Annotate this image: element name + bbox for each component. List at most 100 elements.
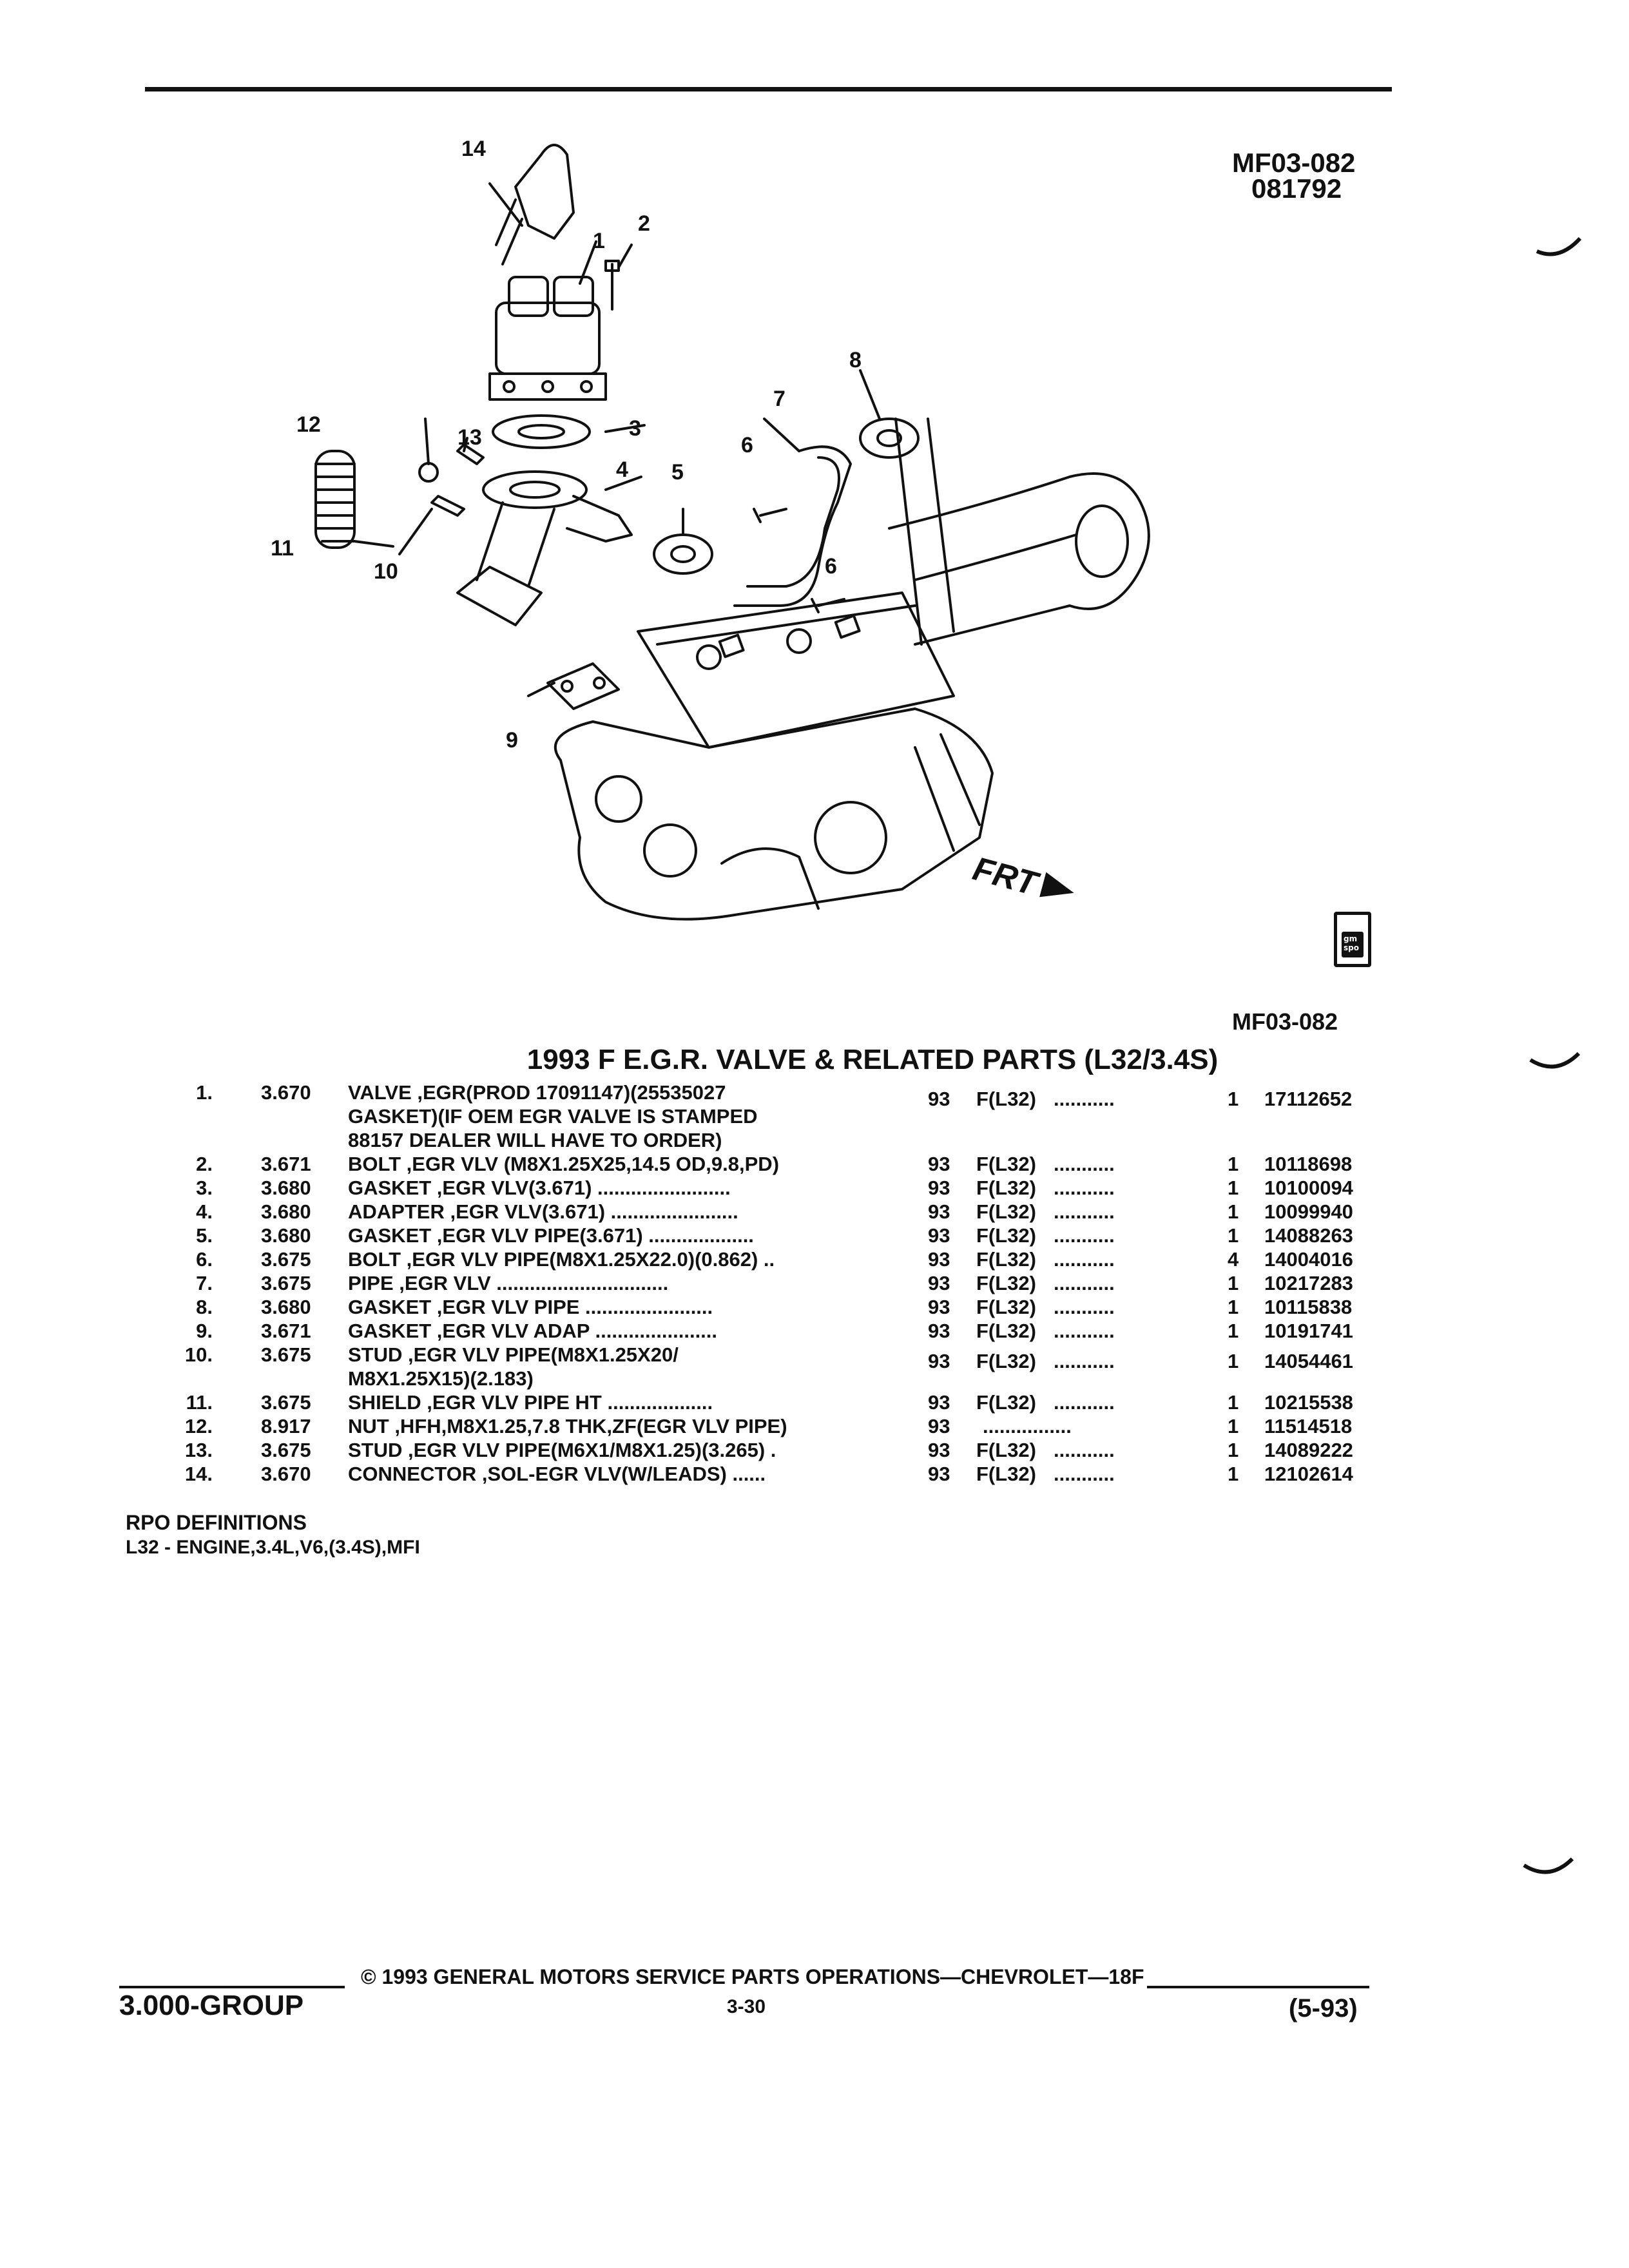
group-number: 3.675 (261, 1272, 311, 1294)
leader-dots: ........... (1054, 1248, 1115, 1271)
part-number: 10118698 (1264, 1153, 1353, 1175)
illustration-caption: MF03-082 (1232, 1008, 1338, 1035)
leader-dots: ........... (1054, 1350, 1115, 1372)
quantity: 1 (1228, 1224, 1239, 1247)
top-rule (145, 87, 1392, 91)
callout-1: 1 (593, 229, 605, 253)
leader-dots: ........... (1054, 1177, 1115, 1199)
item-number: 12. (184, 1415, 213, 1437)
quantity: 1 (1228, 1350, 1239, 1372)
model-year: 93 (928, 1415, 950, 1437)
callout-9: 9 (506, 728, 518, 753)
callout-13: 13 (458, 425, 482, 450)
quantity: 1 (1228, 1088, 1239, 1110)
part-number: 10100094 (1264, 1177, 1353, 1199)
model-year: 93 (928, 1224, 950, 1247)
model-year: 93 (928, 1153, 950, 1175)
part-number: 11514518 (1264, 1415, 1353, 1437)
callout-8: 8 (849, 348, 862, 372)
model-year: 93 (928, 1350, 950, 1372)
margin-mark (1523, 1857, 1574, 1874)
item-number: 6. (196, 1248, 213, 1271)
part-description: CONNECTOR ,SOL-EGR VLV(W/LEADS) ...... (348, 1463, 766, 1485)
front-arrow-icon (1039, 872, 1074, 898)
model-year: 93 (928, 1391, 950, 1414)
item-number: 11. (186, 1391, 213, 1414)
part-description: SHIELD ,EGR VLV PIPE HT ................… (348, 1391, 713, 1414)
model-year: 93 (928, 1200, 950, 1223)
part-description: GASKET ,EGR VLV ADAP ...................… (348, 1320, 718, 1342)
leader-dots: ........... (1054, 1088, 1115, 1110)
front-label: FRT (969, 850, 1044, 903)
item-number: 1. (196, 1081, 213, 1104)
group-number: 3.680 (261, 1200, 311, 1223)
part-description: VALVE ,EGR(PROD 17091147)(25535027 (348, 1081, 726, 1104)
item-number: 5. (196, 1224, 213, 1247)
model-year: 93 (928, 1177, 950, 1199)
callout-6b: 6 (825, 554, 837, 579)
application: F(L32) (976, 1088, 1036, 1110)
model-year: 93 (928, 1463, 950, 1485)
leader-dots: ........... (1054, 1391, 1115, 1414)
part-description: GASKET)(IF OEM EGR VALVE IS STAMPED (348, 1105, 758, 1128)
stud-part (430, 495, 465, 517)
part-number: 14054461 (1264, 1350, 1353, 1372)
part-description: M8X1.25X15)(2.183) (348, 1367, 534, 1390)
part-number: 10191741 (1264, 1320, 1353, 1342)
item-number: 3. (196, 1177, 213, 1199)
part-description: PIPE ,EGR VLV ..........................… (348, 1272, 669, 1294)
group-number: 3.671 (261, 1153, 311, 1175)
group-number: 3.675 (261, 1391, 311, 1414)
callout-4: 4 (616, 457, 628, 482)
quantity: 1 (1228, 1391, 1239, 1414)
egr-pipe-part (733, 445, 852, 607)
section-title: 1993 F E.G.R. VALVE & RELATED PARTS (L32… (526, 1044, 1219, 1075)
item-number: 7. (196, 1272, 213, 1294)
callout-7: 7 (773, 387, 786, 411)
item-number: 8. (196, 1296, 213, 1318)
group-number: 3.675 (261, 1439, 311, 1461)
margin-mark (1536, 236, 1582, 256)
leader-dots: ........... (1054, 1153, 1115, 1175)
part-number: 17112652 (1264, 1088, 1353, 1110)
gasket-5-part (653, 533, 713, 575)
leader-dots: ........... (1054, 1296, 1115, 1318)
item-number: 10. (184, 1343, 213, 1366)
adapter-part (482, 470, 588, 509)
quantity: 4 (1228, 1248, 1239, 1271)
part-description: STUD ,EGR VLV PIPE(M8X1.25X20/ (348, 1343, 679, 1366)
application: F(L32) (976, 1272, 1036, 1294)
leader-dots: ........... (1054, 1439, 1115, 1461)
group-number: 3.671 (261, 1320, 311, 1342)
part-description: 88157 DEALER WILL HAVE TO ORDER) (348, 1129, 722, 1151)
quantity: 1 (1228, 1415, 1239, 1437)
leader-dots: ................ (983, 1415, 1072, 1437)
part-description: NUT ,HFH,M8X1.25,7.8 THK,ZF(EGR VLV PIPE… (348, 1415, 787, 1437)
model-year: 93 (928, 1088, 950, 1110)
model-year: 93 (928, 1272, 950, 1294)
model-year: 93 (928, 1296, 950, 1318)
quantity: 1 (1228, 1200, 1239, 1223)
leader-dots: ........... (1054, 1224, 1115, 1247)
engine-block (554, 707, 994, 921)
group-number: 3.675 (261, 1248, 311, 1271)
application: F(L32) (976, 1439, 1036, 1461)
quantity: 1 (1228, 1296, 1239, 1318)
part-description: GASKET ,EGR VLV PIPE(3.671) ............… (348, 1224, 754, 1247)
application: F(L32) (976, 1248, 1036, 1271)
quantity: 1 (1228, 1439, 1239, 1461)
part-description: STUD ,EGR VLV PIPE(M6X1/M8X1.25)(3.265) … (348, 1439, 776, 1461)
intake-plenum (888, 472, 1150, 646)
group-number: 3.680 (261, 1296, 311, 1318)
part-description: BOLT ,EGR VLV (M8X1.25X25,14.5 OD,9.8,PD… (348, 1153, 780, 1175)
group-number: 3.680 (261, 1177, 311, 1199)
item-number: 14. (184, 1463, 213, 1485)
part-number: 10215538 (1264, 1391, 1353, 1414)
quantity: 1 (1228, 1320, 1239, 1342)
group-number: 3.670 (261, 1463, 311, 1485)
gasket-8-part (859, 418, 920, 459)
callout-3: 3 (629, 416, 641, 441)
gasket-9-part (546, 662, 620, 710)
footer-page-number: 3-30 (727, 1996, 766, 2017)
application: F(L32) (976, 1391, 1036, 1414)
